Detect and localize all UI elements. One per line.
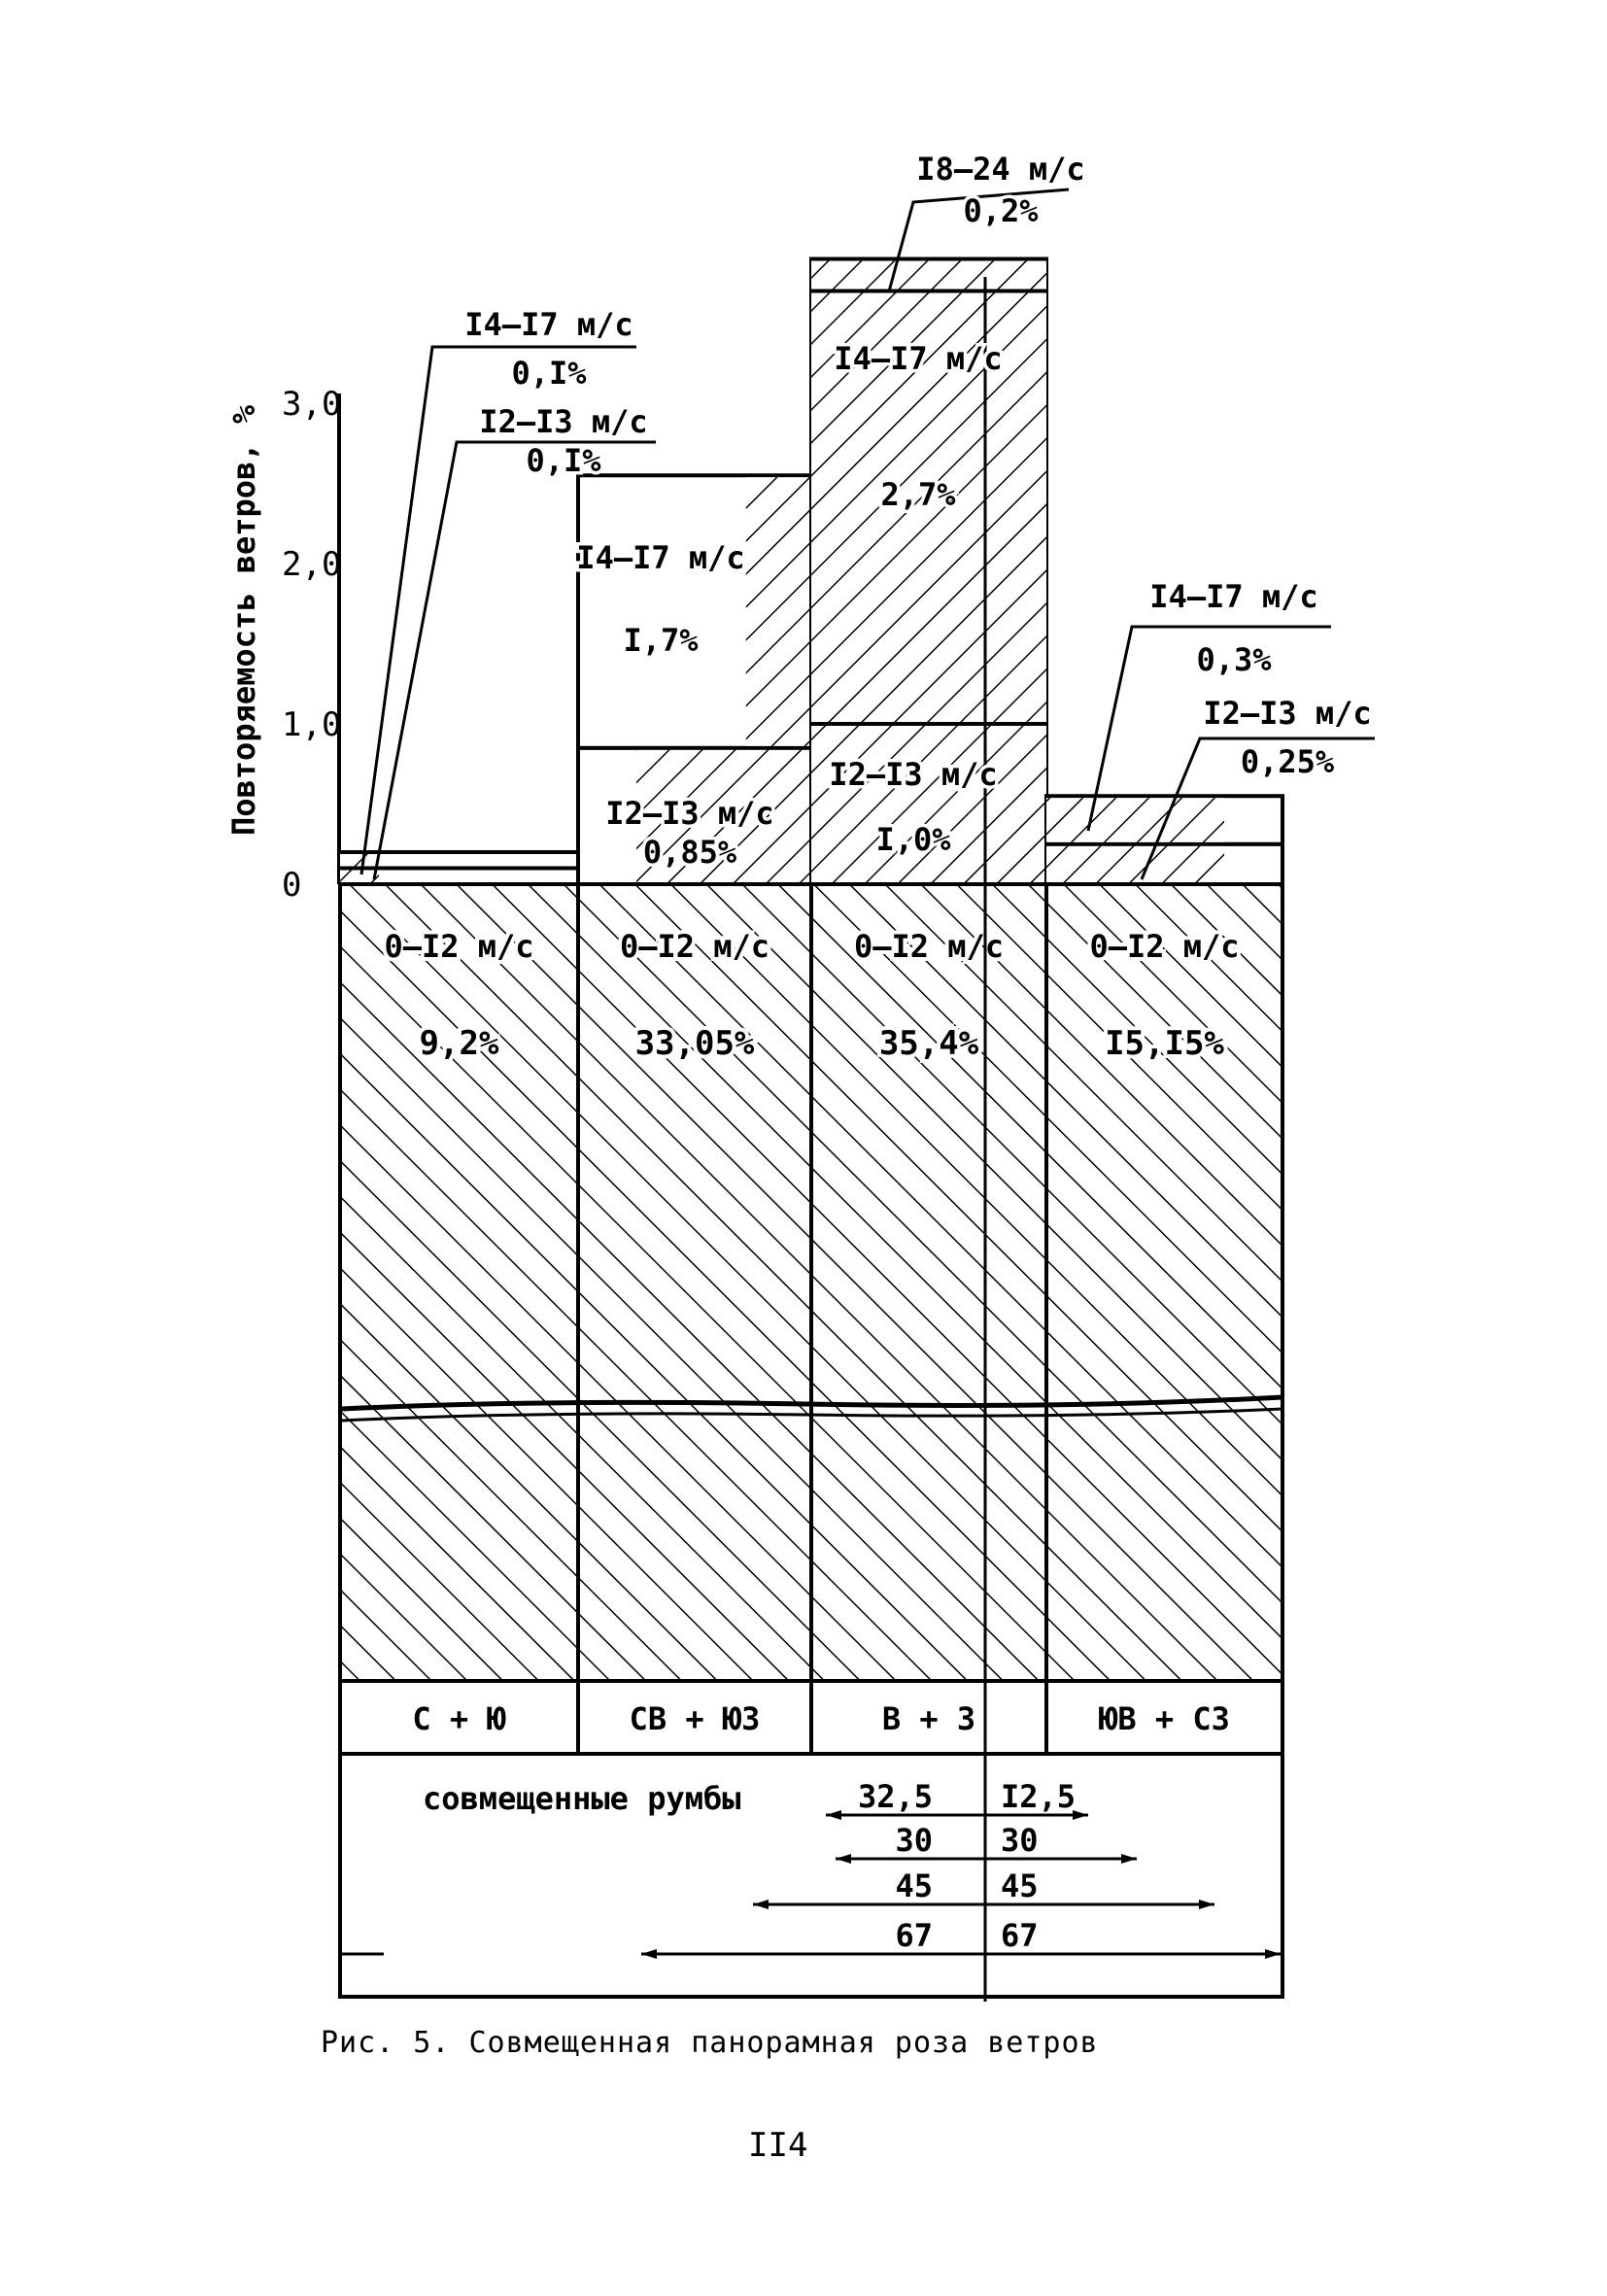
leader-line	[1140, 737, 1375, 880]
base-segment-value: 35,4%	[879, 1024, 979, 1063]
bar-base-segment	[809, 882, 1048, 1683]
leader-line	[1086, 625, 1331, 832]
y-axis-label: Повторяемость ветров, %	[225, 404, 262, 836]
bar-upper-segment	[340, 870, 379, 882]
segment-value-label: 0,I%	[511, 355, 587, 392]
arrow-left-icon	[753, 1900, 769, 1909]
dimension-right-value: 30	[1001, 1822, 1039, 1859]
arrow-left-icon	[826, 1810, 841, 1820]
bar-upper-segment	[745, 477, 811, 746]
direction-dimension-lines: совмещенные румбы 32,5 I2,5 30 30 45 45 67 67	[338, 1752, 1284, 1999]
segment-value-label: 0,3%	[1196, 641, 1272, 678]
segment-speed-label: I4–I7 м/с	[834, 340, 1002, 377]
base-segment-value: 9,2%	[420, 1024, 499, 1063]
category-cell	[1044, 1679, 1284, 1756]
figure-caption: Рис. 5. Совмещенная панорамная роза ветр…	[321, 2026, 1099, 2060]
segment-speed-label: I2–I3 м/с	[479, 403, 647, 440]
segment-speed-label: I4–I7 м/с	[576, 539, 744, 576]
dimension-left-value: 32,5	[858, 1778, 933, 1815]
base-segment-value: 33,05%	[635, 1024, 755, 1063]
category-label: СВ + ЮЗ	[630, 1700, 761, 1737]
leader-line	[887, 188, 1070, 292]
bars: С + Ю 0–I2 м/с 9,2% СВ + ЮЗ 0–I2 м/с 33,05% В …	[338, 257, 1284, 2002]
arrow-right-icon	[1073, 1810, 1088, 1820]
segment-speed-label: I2–I3 м/с	[829, 756, 997, 793]
arrow-right-icon	[1121, 1854, 1137, 1864]
segment-value-label: 0,2%	[963, 192, 1039, 229]
arrow-left-icon	[836, 1854, 851, 1864]
axis-break-line	[341, 1394, 1283, 1412]
y-tick-label: 1,0	[282, 705, 341, 744]
base-segment-label: 0–I2 м/с	[620, 928, 769, 965]
footer-label: совмещенные румбы	[423, 1780, 741, 1817]
segment-speed-label: I2–I3 м/с	[1203, 695, 1371, 732]
segment-speed-label: I4–I7 м/с	[1149, 578, 1317, 615]
bar-base-segment	[576, 882, 813, 1683]
y-tick-label: 2,0	[282, 545, 341, 584]
arrow-left-icon	[641, 1949, 657, 1959]
bar-upper-segment	[636, 749, 811, 882]
y-axis: Повторяемость ветров, % 3,0 2,0 1,0 0	[225, 385, 341, 905]
bar-upper-segment	[811, 726, 1046, 882]
segment-labels: I4–I7 м/сI,7%I2–I3 м/с0,85%I4–I7 м/с2,7%…	[462, 148, 1375, 874]
segment-value-label: 0,I%	[526, 442, 601, 479]
dimension-left-value: 30	[895, 1822, 933, 1859]
dimension-left-value: 45	[895, 1868, 933, 1904]
dimension-right-value: 45	[1001, 1868, 1039, 1904]
segment-speed-label: I8–24 м/с	[916, 151, 1084, 188]
leader-line	[372, 440, 656, 880]
bar-base-segment	[1044, 882, 1284, 1683]
category-cell	[576, 1679, 813, 1756]
y-tick-labels: 3,0 2,0 1,0 0	[282, 385, 341, 905]
bar-base-segment	[338, 882, 580, 1683]
segment-value-label: I,7%	[623, 622, 699, 659]
dimension-right-value: I2,5	[1001, 1778, 1076, 1815]
base-segment-value: I5,I5%	[1105, 1024, 1224, 1063]
segment-value-label: 2,7%	[880, 476, 956, 513]
segment-speed-label: I4–I7 м/с	[464, 306, 633, 343]
category-label: С + Ю	[412, 1700, 506, 1737]
arrow-right-icon	[1199, 1900, 1214, 1909]
bar-upper-segment	[1046, 798, 1224, 842]
bar-upper-segment	[811, 292, 1046, 722]
dimension-right-value: 67	[1001, 1917, 1039, 1954]
base-segment-label: 0–I2 м/с	[854, 928, 1004, 965]
category-label: В + З	[882, 1700, 975, 1737]
arrow-right-icon	[1265, 1949, 1281, 1959]
segment-value-label: I,0%	[875, 821, 951, 858]
base-segment-label: 0–I2 м/с	[1089, 928, 1239, 965]
base-segment-label: 0–I2 м/с	[384, 928, 533, 965]
category-cell	[809, 1679, 1048, 1756]
segment-value-label: 0,85%	[643, 834, 737, 871]
segment-label-leaders	[359, 188, 1375, 880]
y-tick-label: 0	[282, 866, 301, 905]
y-tick-label: 3,0	[282, 385, 341, 424]
leader-line	[359, 345, 636, 875]
bar-upper-segment	[340, 854, 379, 867]
category-label: ЮВ + СЗ	[1099, 1700, 1230, 1737]
segment-speed-label: I2–I3 м/с	[605, 795, 773, 832]
bar-upper-segment	[811, 260, 1046, 290]
segment-value-label: 0,25%	[1241, 743, 1335, 780]
dimension-left-value: 67	[895, 1917, 933, 1954]
bar-upper-segment	[1046, 845, 1224, 882]
footer-box	[338, 1752, 1284, 1999]
page-number: II4	[748, 2126, 808, 2165]
